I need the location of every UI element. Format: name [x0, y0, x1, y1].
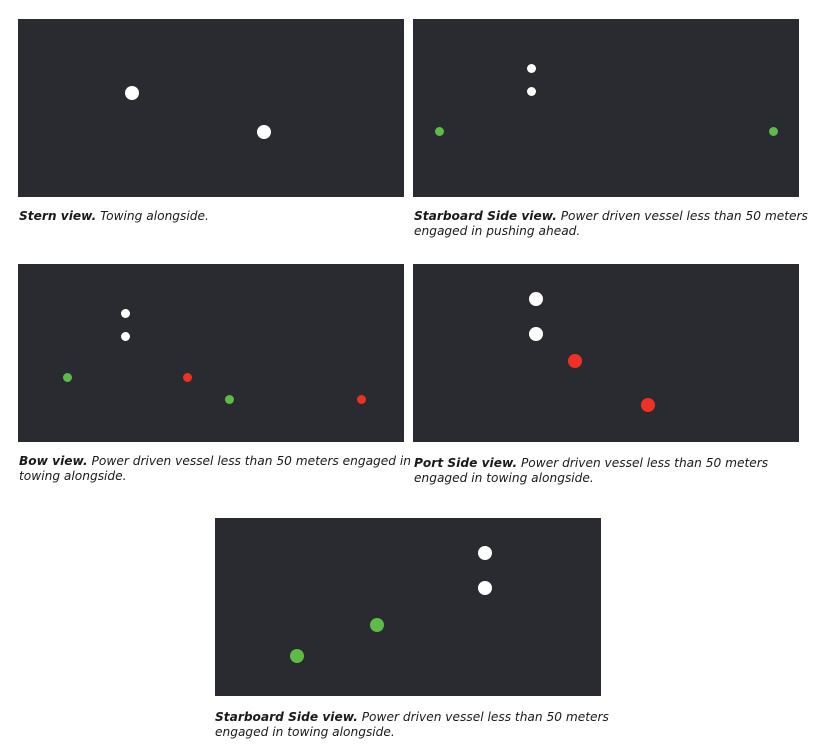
red-light — [568, 354, 582, 368]
red-light — [641, 398, 655, 412]
caption-title: Port Side view. — [414, 456, 518, 470]
caption-description: Power driven vessel less than 50 meters … — [414, 456, 769, 485]
green-light — [63, 373, 72, 382]
white-light — [527, 87, 536, 96]
figure-stern-view-caption: Stern view. Towing alongside. — [19, 209, 419, 224]
red-light — [183, 373, 192, 382]
white-light — [478, 546, 492, 560]
green-light — [769, 127, 778, 136]
figure-stern-view-panel — [18, 19, 404, 197]
figure-port-side-caption: Port Side view. Power driven vessel less… — [414, 456, 814, 486]
figure-bow-view-panel — [18, 264, 404, 442]
figure-starboard-pushing-caption: Starboard Side view. Power driven vessel… — [414, 209, 814, 239]
figure-port-side-panel — [413, 264, 799, 442]
white-light — [529, 327, 543, 341]
caption-title: Stern view. — [19, 209, 97, 223]
green-light — [370, 618, 384, 632]
green-light — [435, 127, 444, 136]
white-light — [529, 292, 543, 306]
caption-description: Power driven vessel less than 50 meters … — [215, 710, 609, 739]
figure-starboard-pushing-panel — [413, 19, 799, 197]
caption-title: Bow view. — [19, 454, 88, 468]
green-light — [290, 649, 304, 663]
white-light — [257, 125, 271, 139]
caption-description: Towing alongside. — [100, 209, 209, 223]
figure-starboard-towing-panel — [215, 518, 601, 696]
caption-title: Starboard Side view. — [414, 209, 557, 223]
caption-description: Power driven vessel less than 50 meters … — [19, 454, 411, 483]
white-light — [121, 309, 130, 318]
white-light — [478, 581, 492, 595]
caption-title: Starboard Side view. — [215, 710, 358, 724]
red-light — [357, 395, 366, 404]
green-light — [225, 395, 234, 404]
figure-starboard-towing-caption: Starboard Side view. Power driven vessel… — [215, 710, 615, 740]
white-light — [121, 332, 130, 341]
white-light — [125, 86, 139, 100]
figure-bow-view-caption: Bow view. Power driven vessel less than … — [19, 454, 419, 484]
caption-description: Power driven vessel less than 50 meters … — [414, 209, 808, 238]
white-light — [527, 64, 536, 73]
